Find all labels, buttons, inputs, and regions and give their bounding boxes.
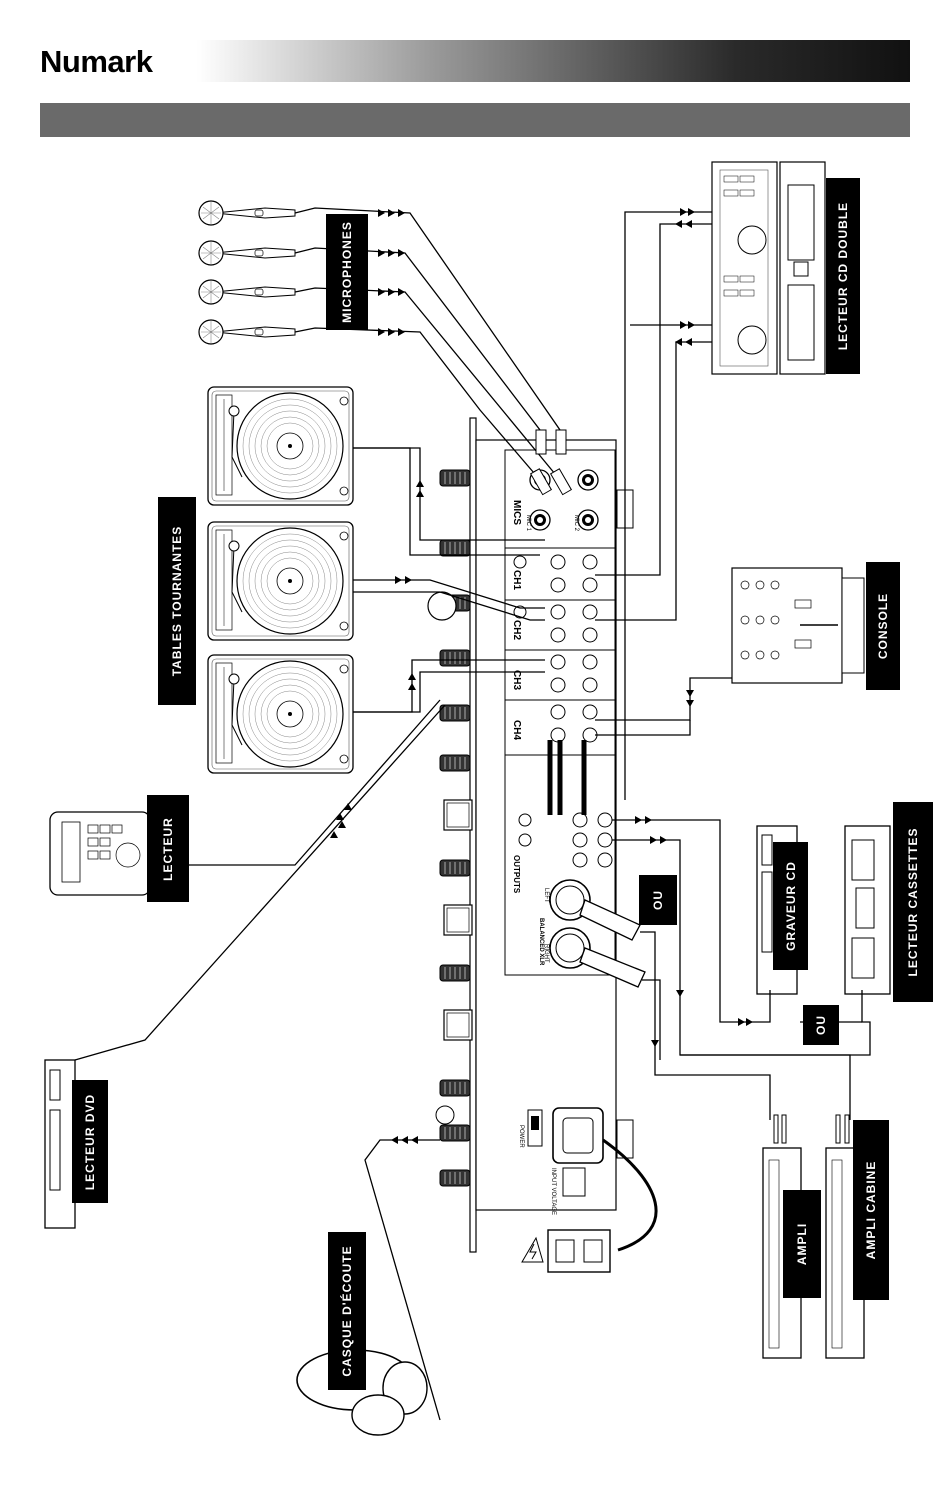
power-outlet [522, 1230, 610, 1272]
mixer-outputs-label: OUTPUTS [512, 855, 521, 894]
mixer-power-label: POWER [518, 1125, 524, 1148]
microphones [199, 201, 295, 344]
mixer-ch3-label: CH3 [511, 670, 522, 690]
mixer-right-label: RIGHT [543, 944, 549, 963]
dvd-player [45, 1060, 75, 1228]
mixer-mic1-label: MIC 1 [525, 515, 531, 532]
mixer-mic2-label: MIC 2 [573, 515, 579, 532]
label-booth-amplifier: AMPLI CABINE [853, 1120, 889, 1300]
console-mixer [732, 568, 864, 683]
label-console: CONSOLE [866, 562, 900, 690]
label-microphones: MICROPHONES [326, 214, 368, 330]
mixer-ch2-label: CH2 [511, 620, 522, 640]
label-dvd-player: LECTEUR DVD [72, 1080, 108, 1203]
portable-player [50, 812, 150, 895]
mixer-ch1-label: CH1 [511, 570, 522, 590]
label-or-2: OU [803, 1005, 839, 1045]
label-turntables: TABLES TOURNANTES [158, 497, 196, 705]
turntables [208, 387, 353, 773]
mixer-left-label: LEFT [543, 888, 549, 903]
label-or-1: OU [639, 875, 677, 925]
label-portable-player: LECTEUR [147, 795, 189, 902]
dual-cd-player [712, 162, 825, 374]
cassette-deck [845, 826, 890, 994]
label-cd-burner: GRAVEUR CD [773, 842, 808, 970]
amp-arrows [651, 990, 684, 1047]
label-amplifier: AMPLI [783, 1190, 821, 1298]
mixer: MICS MIC 1 MIC 2 CH1 CH2 CH3 CH4 OUTPUTS… [428, 418, 633, 1252]
label-dual-cd: LECTEUR CD DOUBLE [826, 178, 860, 374]
mixer-voltage-label: INPUT VOLTAGE [550, 1168, 556, 1215]
mixer-ch4-label: CH4 [511, 720, 522, 740]
label-headphones: CASQUE D'ÉCOUTE [328, 1232, 366, 1390]
mic-arrows [378, 209, 405, 336]
headphone-arrows [391, 1136, 418, 1144]
label-cassette-deck: LECTEUR CASSETTES [893, 802, 933, 1002]
mixer-mics-label: MICS [511, 500, 522, 525]
